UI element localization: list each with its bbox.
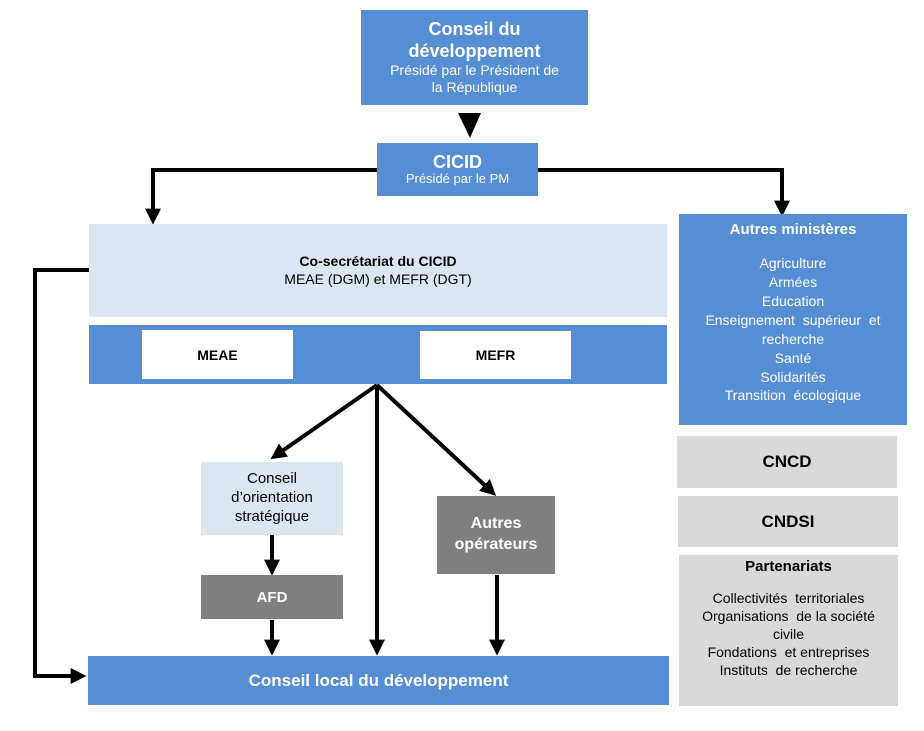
cncd-label: CNCD xyxy=(762,452,812,471)
arrow-cicid-to-autres-ministeres xyxy=(537,168,790,217)
partenariat-item: Instituts de recherche xyxy=(719,662,858,679)
arrow-to-conseil-orientation xyxy=(270,383,379,460)
meae-label: MEAE xyxy=(197,346,238,363)
autres-ministeres-box: Autres ministères Agriculture Armées Edu… xyxy=(679,214,907,425)
co-secretariat-title: Co-secrétariat du CICID xyxy=(299,253,457,269)
co-secretariat-box: Co-secrétariat du CICID MEAE (DGM) et ME… xyxy=(89,224,667,317)
conseil-developpement-box: Conseil du développement Présidé par le … xyxy=(361,10,588,105)
partenariat-item: Organisations de la société xyxy=(702,607,875,624)
ministere-item: Armées xyxy=(768,274,818,291)
ministere-item: Education xyxy=(761,293,825,310)
cicid-box: CICID Présidé par le PM xyxy=(377,143,538,196)
ministere-item: Agriculture xyxy=(759,255,827,272)
partenariat-item: Fondations et entreprises xyxy=(707,644,870,661)
partenariats-title: Partenariats xyxy=(745,558,832,575)
cncd-box: CNCD xyxy=(677,436,897,488)
co-secretariat-subtitle: MEAE (DGM) et MEFR (DGT) xyxy=(284,270,472,287)
ministere-item: Transition écologique xyxy=(724,387,862,404)
conseil-orientation-line-2: d’orientation xyxy=(231,489,313,507)
afd-label: AFD xyxy=(256,588,288,606)
conseil-developpement-title-1: Conseil du xyxy=(428,19,521,40)
cicid-title: CICID xyxy=(433,151,482,172)
conseil-orientation-line-3: stratégique xyxy=(234,507,310,525)
mefr-label: MEFR xyxy=(475,347,516,363)
cndsi-box: CNDSI xyxy=(678,496,898,547)
ministere-item: Enseignement supérieur et xyxy=(705,311,881,328)
partenariats-box: Partenariats Collectivités territoriales… xyxy=(679,555,898,706)
arrow-cicid-to-co-secretariat xyxy=(145,168,377,225)
conseil-developpement-subtitle-2: la République xyxy=(431,79,518,96)
conseil-orientation-box: Conseil d’orientation stratégique xyxy=(201,462,343,535)
conseil-local-box: Conseil local du développement xyxy=(88,656,669,705)
conseil-developpement-subtitle-1: Présidé par le Président de xyxy=(390,62,559,79)
autres-ministeres-title: Autres ministères xyxy=(729,221,857,238)
autres-operateurs-box: Autres opérateurs xyxy=(437,496,555,574)
afd-box: AFD xyxy=(201,575,343,619)
partenariat-item: civile xyxy=(772,625,805,642)
mefr-box: MEFR xyxy=(420,331,571,379)
autres-operateurs-line-1: Autres xyxy=(470,515,522,533)
cicid-subtitle: Présidé par le PM xyxy=(405,171,510,187)
ministere-item: Santé xyxy=(774,349,812,366)
ministere-item: recherche xyxy=(761,330,825,347)
conseil-developpement-title-2: développement xyxy=(408,40,541,61)
autres-operateurs-line-2: opérateurs xyxy=(454,536,538,553)
partenariat-item: Collectivités territoriales xyxy=(712,589,865,606)
conseil-local-label: Conseil local du développement xyxy=(248,670,509,690)
meae-box: MEAE xyxy=(142,330,293,379)
conseil-orientation-line-1: Conseil xyxy=(246,470,298,488)
arrow-to-autres-operateurs xyxy=(375,383,497,496)
arrow-conseil-to-cicid xyxy=(458,113,481,138)
arrow-co-secretariat-to-conseil-local xyxy=(33,268,89,684)
cndsi-label: CNDSI xyxy=(761,511,815,531)
ministere-item: Solidarités xyxy=(760,368,826,385)
